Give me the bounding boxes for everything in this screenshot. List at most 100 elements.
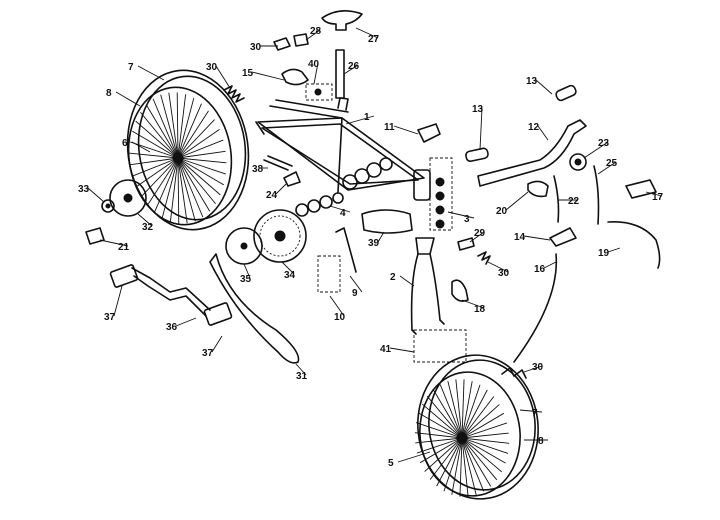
spoke xyxy=(177,157,211,212)
callout-number: 2 xyxy=(390,272,396,283)
callout-number: 36 xyxy=(166,322,178,333)
brake-shoe-17 xyxy=(625,179,657,199)
spoke xyxy=(415,437,463,444)
seat-post-26 xyxy=(335,49,345,99)
spoke xyxy=(161,157,179,219)
callout-number: 10 xyxy=(334,312,346,323)
spoke xyxy=(135,120,179,159)
rear-wheel-spokes-6 xyxy=(129,92,227,224)
seat-bracket-15 xyxy=(281,68,309,86)
spoke xyxy=(141,157,179,197)
tool-bag-39 xyxy=(361,209,413,234)
leader-line xyxy=(113,285,123,317)
callout-number: 19 xyxy=(598,248,610,259)
leader-line xyxy=(305,29,321,41)
leader-line xyxy=(377,231,385,243)
spoke xyxy=(415,422,463,439)
spoke xyxy=(154,157,179,213)
leader-line xyxy=(447,211,475,219)
spoke xyxy=(461,437,492,487)
spoke xyxy=(461,396,495,439)
spring-30-rear xyxy=(223,85,245,103)
reflector-24 xyxy=(283,171,301,187)
leader-line xyxy=(345,115,375,125)
bearing-set-3 xyxy=(342,157,453,231)
leader-line xyxy=(275,183,287,195)
spoke xyxy=(426,395,463,439)
callout-number: 31 xyxy=(296,371,308,382)
callout-number: 7 xyxy=(532,408,538,419)
leader-line xyxy=(607,247,621,253)
pedal-37-left xyxy=(109,264,139,288)
spoke xyxy=(461,381,473,439)
spoke xyxy=(461,437,506,464)
spoke xyxy=(459,437,463,497)
callout-number: 12 xyxy=(528,122,540,133)
spoke xyxy=(443,437,463,492)
leader-line xyxy=(519,409,543,413)
callout-number: 6 xyxy=(122,138,128,149)
fork-2 xyxy=(410,237,445,335)
crank-36 xyxy=(131,267,211,317)
spoke xyxy=(461,437,469,497)
leader-line xyxy=(393,125,419,135)
leader-line xyxy=(329,295,345,317)
spoke xyxy=(130,157,179,166)
callout-number: 29 xyxy=(474,228,486,239)
spoke xyxy=(461,437,503,473)
leader-line xyxy=(281,261,295,275)
callout-number: 37 xyxy=(104,312,116,323)
spoke xyxy=(461,437,485,492)
leader-line xyxy=(479,107,483,151)
leader-line xyxy=(251,71,285,81)
front-hub xyxy=(456,432,468,444)
leader-line xyxy=(543,261,557,269)
spoke xyxy=(132,130,179,159)
spoke xyxy=(416,437,463,454)
spoke xyxy=(168,92,179,159)
leader-line xyxy=(583,141,609,159)
spoke xyxy=(130,141,179,159)
callout-leaders xyxy=(87,27,663,463)
cable-25 xyxy=(593,165,600,225)
spoke xyxy=(136,157,179,188)
leader-line xyxy=(215,65,231,89)
spoke xyxy=(177,103,202,159)
callout-number: 5 xyxy=(388,458,394,469)
fork-bracket-29 xyxy=(457,237,475,251)
callout-number: 15 xyxy=(242,68,254,79)
spoke xyxy=(451,437,463,495)
leader-line xyxy=(355,27,379,39)
spoke xyxy=(414,432,463,439)
callout-number: 37 xyxy=(202,348,214,359)
hardware-10 xyxy=(317,255,341,293)
spoke xyxy=(418,412,463,439)
clamp-bolt-30-top xyxy=(273,37,291,51)
handlebar-12 xyxy=(477,119,587,187)
callout-number: 17 xyxy=(652,192,664,203)
leader-line xyxy=(137,65,165,81)
leader-line xyxy=(137,213,153,227)
spoke xyxy=(177,157,224,186)
callout-number: 35 xyxy=(240,274,252,285)
callout-number: 28 xyxy=(310,26,322,37)
callout-number: 33 xyxy=(78,184,90,195)
callout-number: 8 xyxy=(538,436,544,447)
spoke xyxy=(455,379,463,439)
callout-number: 41 xyxy=(380,344,392,355)
sprocket-32 xyxy=(109,179,147,217)
spoke xyxy=(432,389,463,439)
callout-number: 30 xyxy=(532,362,544,373)
axle-parts-41 xyxy=(413,329,467,363)
callout-number: 18 xyxy=(474,304,486,315)
spoke xyxy=(147,157,179,206)
spoke xyxy=(132,157,179,177)
leader-line xyxy=(389,347,415,353)
spoke xyxy=(461,384,481,439)
seat-27 xyxy=(321,10,363,31)
spoke xyxy=(177,157,204,218)
freewheel-33 xyxy=(101,199,115,213)
spoke xyxy=(177,128,220,159)
bracket-38 xyxy=(263,155,293,171)
leader-line xyxy=(329,205,351,213)
